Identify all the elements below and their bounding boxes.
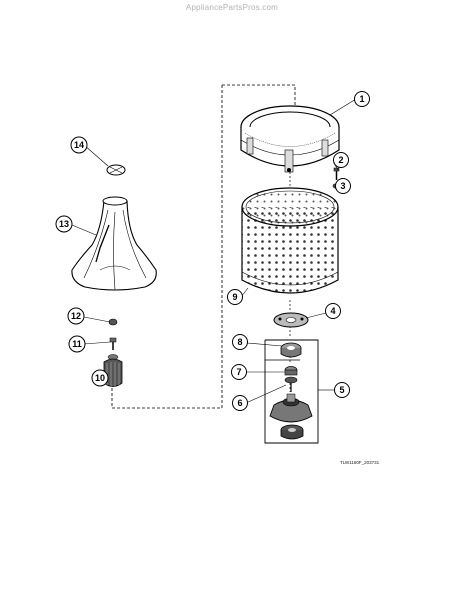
callout-8: 8 — [232, 334, 248, 350]
svg-text:6: 6 — [237, 398, 242, 408]
svg-text:5: 5 — [339, 385, 344, 395]
nut-part — [284, 366, 298, 376]
svg-text:1: 1 — [359, 94, 364, 104]
balance-ring-part — [240, 105, 340, 173]
svg-text:11: 11 — [72, 339, 82, 349]
svg-text:13: 13 — [59, 219, 69, 229]
callout-5: 5 — [334, 382, 350, 398]
callout-markers: 1 2 3 4 5 6 7 8 9 10 11 12 13 14 — [55, 91, 370, 411]
screw-part — [333, 167, 340, 180]
svg-text:14: 14 — [74, 140, 84, 150]
wash-basket-part — [241, 187, 339, 294]
assembly-bracket — [264, 339, 319, 444]
assembly-line-dashed — [111, 84, 296, 409]
spin-tube-seal-part — [284, 376, 298, 392]
agitator-drive-block-part — [103, 354, 123, 387]
svg-text:10: 10 — [95, 373, 105, 383]
svg-text:8: 8 — [237, 337, 242, 347]
callout-10: 10 — [91, 369, 109, 387]
callout-4: 4 — [325, 303, 341, 319]
watermark-text: AppliancePartsPros.com — [186, 3, 278, 12]
callout-13: 13 — [55, 215, 73, 233]
svg-text:2: 2 — [338, 155, 343, 165]
bearing-seal-part — [280, 342, 302, 358]
agitator-part — [71, 196, 157, 291]
callout-7: 7 — [231, 364, 247, 380]
svg-text:3: 3 — [340, 181, 345, 191]
leader-lines — [71, 98, 357, 404]
spin-tube-assembly-part — [269, 393, 313, 440]
callout-9: 9 — [227, 289, 243, 305]
drive-bell-spacer-part — [273, 312, 309, 328]
callout-3: 3 — [335, 178, 351, 194]
bolt-washer-part — [108, 318, 118, 326]
svg-text:4: 4 — [330, 306, 335, 316]
svg-text:9: 9 — [232, 292, 237, 302]
callout-11: 11 — [68, 335, 86, 353]
callout-14: 14 — [70, 136, 88, 154]
svg-text:12: 12 — [71, 311, 81, 321]
callout-1: 1 — [354, 91, 370, 107]
callout-6: 6 — [232, 395, 248, 411]
svg-text:7: 7 — [236, 367, 241, 377]
agitator-bolt-part — [109, 337, 117, 350]
agitator-cap-part — [106, 164, 126, 176]
callout-12: 12 — [67, 307, 85, 325]
callout-2: 2 — [333, 152, 349, 168]
diagram-reference-code: TLW1160F_203731 — [340, 460, 380, 465]
